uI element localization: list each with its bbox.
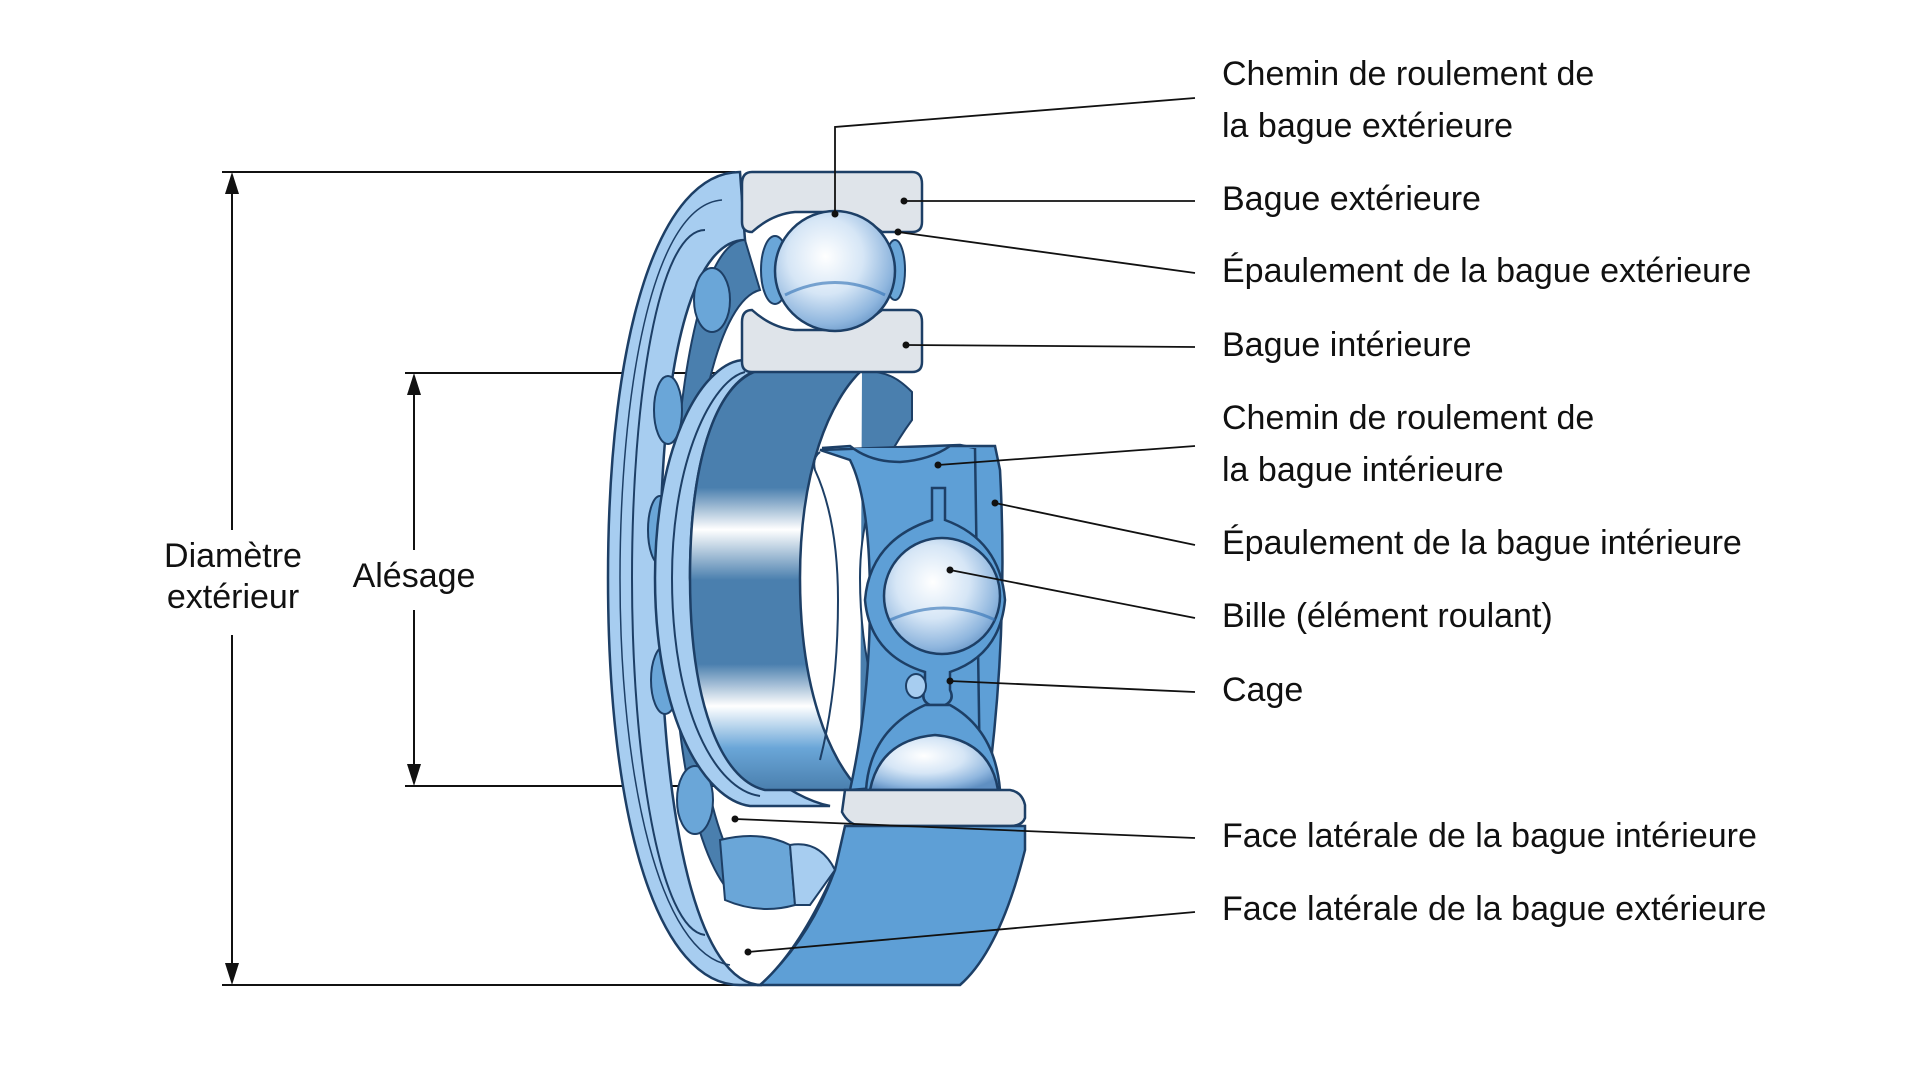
label-inner-raceway-line2: la bague intérieure	[1222, 451, 1504, 489]
label-inner-ring: Bague intérieure	[1222, 326, 1472, 364]
ball-lower	[868, 733, 1000, 792]
label-inner-shoulder: Épaulement de la bague intérieure	[1222, 524, 1742, 562]
label-inner-raceway-line1: Chemin de roulement de	[1222, 399, 1595, 437]
ball-top	[773, 209, 897, 333]
bore-label: Alésage	[352, 557, 476, 595]
outer-diameter-label-line1: Diamètre	[164, 537, 302, 575]
label-ball: Bille (élément roulant)	[1222, 597, 1553, 635]
label-outer-side-face: Face latérale de la bague extérieure	[1222, 890, 1767, 928]
label-outer-shoulder: Épaulement de la bague extérieure	[1222, 252, 1752, 290]
label-cage: Cage	[1222, 671, 1304, 709]
leader-lines	[731, 97, 1196, 956]
ball-main	[882, 536, 1002, 656]
bore-surface	[688, 368, 866, 792]
outer-diameter-label-line2: extérieur	[166, 578, 300, 616]
outer-diameter-dimension	[222, 171, 735, 986]
label-outer-raceway-line2: la bague extérieure	[1222, 107, 1514, 145]
inner-ring-section-bottom	[840, 788, 1027, 828]
label-outer-raceway-line1: Chemin de roulement de	[1222, 55, 1595, 93]
bearing-illustration	[606, 170, 1027, 987]
label-outer-ring: Bague extérieure	[1222, 180, 1481, 218]
label-inner-side-face: Face latérale de la bague intérieure	[1222, 817, 1757, 855]
outer-diameter-label: Diamètre extérieur	[148, 536, 318, 618]
